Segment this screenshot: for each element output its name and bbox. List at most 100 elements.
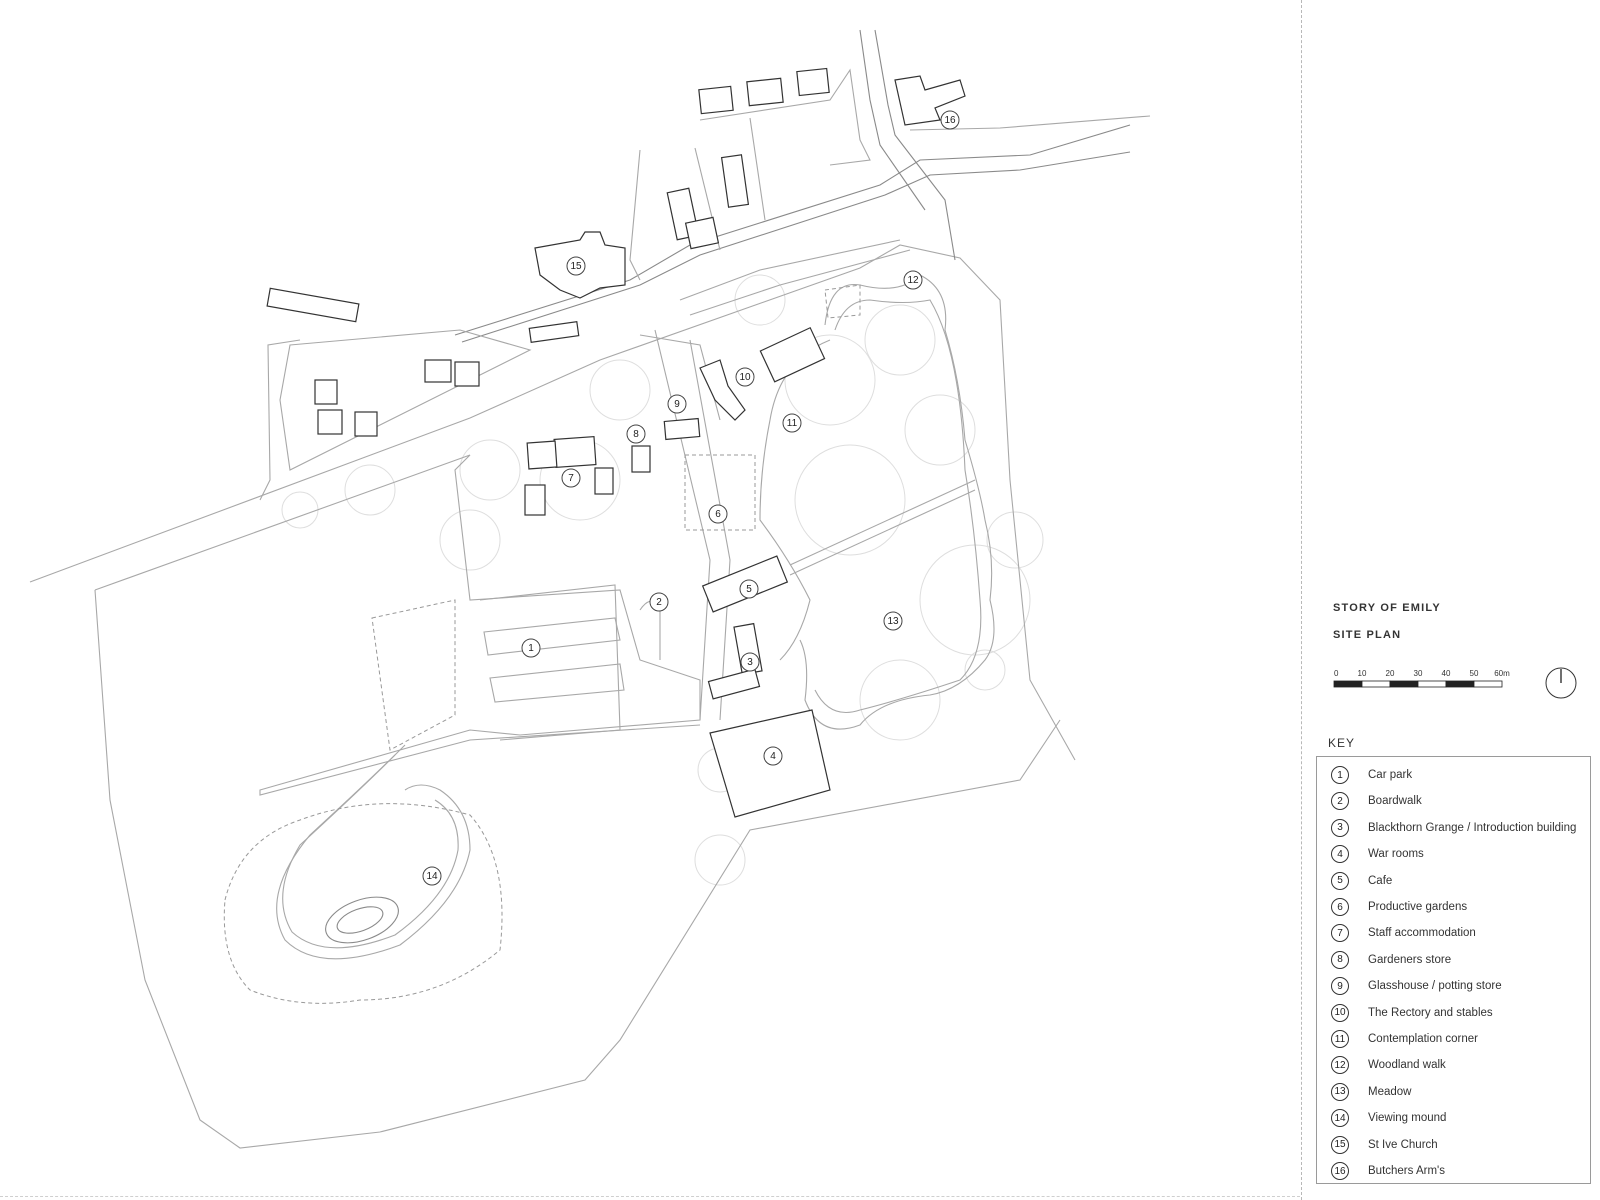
map-label-circle — [903, 270, 923, 290]
key-item-number: 5 — [1331, 871, 1349, 890]
sheet-divider — [1301, 0, 1302, 1200]
key-item-label: Meadow — [1368, 1085, 1412, 1098]
scale-segment — [1445, 680, 1475, 688]
key-item-label: Cafe — [1368, 874, 1393, 887]
key-item: 8 Gardeners store — [1317, 948, 1590, 972]
key-item: 6 Productive gardens — [1317, 895, 1590, 919]
map-label-number: 14 — [426, 871, 438, 882]
key-item-label: Boardwalk — [1368, 795, 1422, 808]
map-label-number: 16 — [944, 115, 956, 126]
key-item-number: 9 — [1331, 977, 1349, 996]
key-item-label: Blackthorn Grange / Introduction buildin… — [1368, 821, 1577, 834]
scale-tick-label: 60m — [1494, 669, 1510, 678]
key-item: 14 Viewing mound — [1317, 1106, 1590, 1130]
map-label-circle — [739, 579, 759, 599]
key-item-label: Staff accommodation — [1368, 927, 1476, 940]
scale-tick-label: 50 — [1470, 669, 1479, 678]
map-label-circle — [940, 110, 960, 130]
key-item-label: Productive gardens — [1368, 901, 1468, 913]
map-label-number: 8 — [633, 429, 639, 440]
key-item: 9 Glasshouse / potting store — [1317, 974, 1590, 998]
scale-segment — [1473, 680, 1503, 688]
key-item-label: The Rectory and stables — [1368, 1006, 1493, 1019]
map-label-number: 13 — [887, 616, 899, 627]
map-label-number: 3 — [747, 657, 753, 668]
map-label-number: 1 — [528, 643, 534, 654]
key-item-number: 11 — [1331, 1030, 1349, 1048]
key-item-number: 3 — [1331, 818, 1349, 837]
map-label-number: 9 — [674, 399, 680, 410]
map-label-number: 15 — [570, 261, 582, 272]
key-item: 11 Contemplation corner — [1317, 1027, 1590, 1051]
key-item-label: Butchers Arm's — [1368, 1165, 1445, 1177]
key-item-number: 10 — [1331, 1003, 1349, 1022]
map-label-number: 5 — [746, 584, 752, 595]
key-item-number: 14 — [1331, 1109, 1349, 1128]
key-item-number: 1 — [1331, 766, 1349, 784]
scale-segment — [1417, 680, 1447, 688]
key-item-label: Viewing mound — [1368, 1112, 1447, 1125]
key-item-number: 7 — [1331, 924, 1349, 943]
scale-tick-label: 0 — [1334, 669, 1339, 678]
map-label-circle — [667, 394, 687, 414]
key-item-number: 6 — [1331, 898, 1349, 916]
key-item-number: 12 — [1331, 1056, 1349, 1075]
key-item-number: 8 — [1331, 950, 1349, 969]
scale-bar: 0 10 20 30 40 50 60m — [1333, 669, 1510, 688]
scale-segment — [1389, 680, 1419, 688]
map-label-number: 12 — [907, 275, 919, 286]
key-item: 1 Car park — [1317, 763, 1590, 787]
scale-tick-label: 30 — [1414, 669, 1423, 678]
key-item: 5 Cafe — [1317, 869, 1590, 893]
sheet-bottom-border — [0, 1196, 1300, 1197]
key-item-number: 13 — [1331, 1082, 1349, 1101]
map-label-circle — [566, 256, 586, 276]
key-item: 7 Staff accommodation — [1317, 921, 1590, 945]
scale-tick-label: 10 — [1358, 669, 1367, 678]
map-label-number: 2 — [656, 597, 662, 608]
key-item: 12 Woodland walk — [1317, 1053, 1590, 1077]
key-item-number: 15 — [1331, 1135, 1349, 1154]
map-label-circle — [883, 611, 903, 631]
key-item-label: Woodland walk — [1368, 1059, 1446, 1072]
key-heading: KEY — [1328, 736, 1356, 750]
key-item: 16 Butchers Arm's — [1317, 1159, 1590, 1183]
scale-tick-label: 40 — [1442, 669, 1451, 678]
map-label-number: 4 — [770, 751, 776, 762]
key-item: 13 Meadow — [1317, 1080, 1590, 1104]
key-item-number: 4 — [1331, 845, 1349, 864]
map-label-circle — [735, 367, 755, 387]
map-label-circle — [626, 424, 646, 444]
key-item: 15 St Ive Church — [1317, 1133, 1590, 1157]
scale-tick-label: 20 — [1386, 669, 1395, 678]
north-arrow-icon — [1545, 667, 1577, 699]
key-item-label: St Ive Church — [1368, 1138, 1438, 1151]
key-item: 4 War rooms — [1317, 842, 1590, 866]
map-label-circle — [422, 866, 442, 886]
tree-canopies — [281, 274, 1044, 886]
scale-segment — [1361, 680, 1391, 688]
scale-segment — [1333, 680, 1363, 688]
map-label-circle — [561, 468, 581, 488]
map-label-number: 10 — [739, 372, 751, 383]
key-item-number: 16 — [1331, 1162, 1349, 1180]
map-label-circle — [708, 504, 728, 524]
key-item-label: Contemplation corner — [1368, 1033, 1478, 1045]
key-item-label: War rooms — [1368, 848, 1424, 861]
key-item-label: Car park — [1368, 769, 1413, 781]
key-item-label: Glasshouse / potting store — [1368, 980, 1502, 993]
drawing-title: SITE PLAN — [1333, 629, 1402, 641]
roads-and-boundaries — [29, 29, 1151, 1149]
map-label-number: 11 — [787, 418, 798, 429]
map-label-circle — [521, 638, 541, 658]
map-label-number: 6 — [715, 509, 721, 520]
key-item: 10 The Rectory and stables — [1317, 1001, 1590, 1025]
key-item-label: Gardeners store — [1368, 953, 1452, 966]
map-label-circle — [763, 746, 783, 766]
paths-and-gardens — [223, 274, 995, 1004]
map-label-circle — [649, 592, 669, 612]
